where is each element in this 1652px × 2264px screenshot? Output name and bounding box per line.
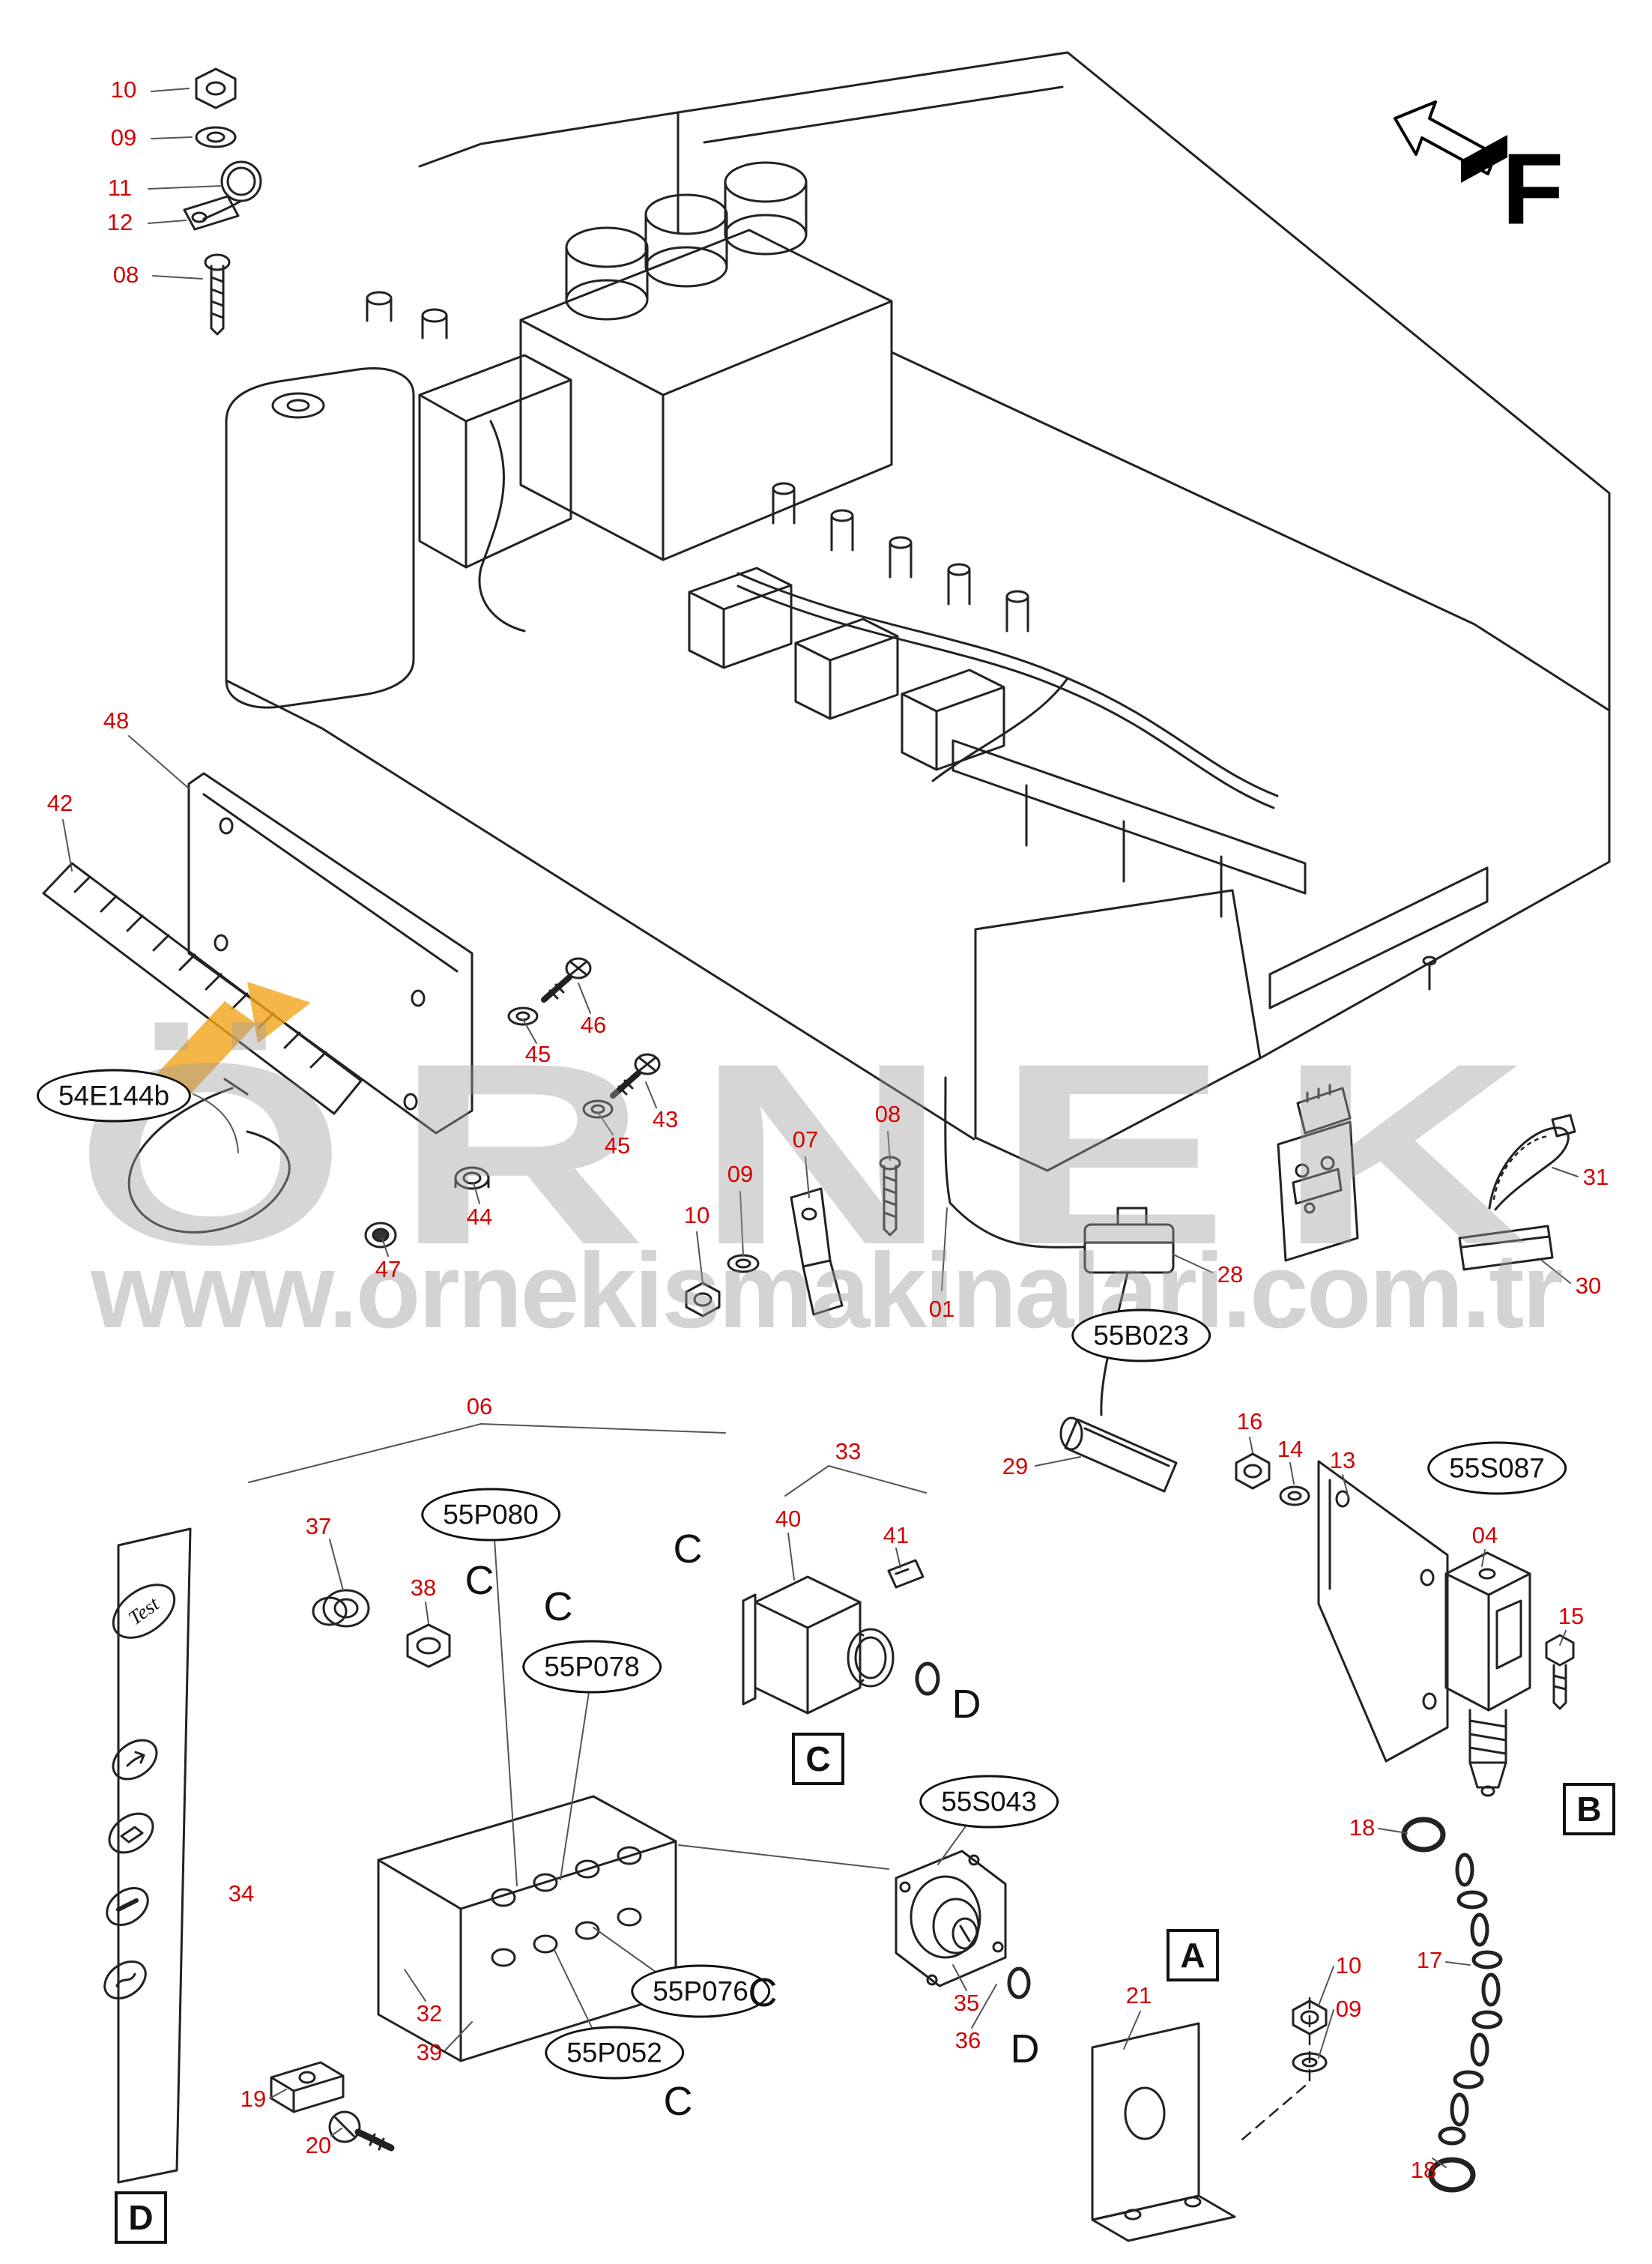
tie-strip-art	[1458, 1114, 1576, 1271]
panel-strip-art	[103, 1527, 192, 2184]
bracket-a-art	[1091, 1996, 1328, 2242]
direction-letter: F	[1501, 132, 1564, 246]
machine-body-art	[225, 51, 1611, 1262]
switch-art	[895, 1850, 1031, 1999]
mid-fastener-art	[685, 1156, 901, 1317]
grommet-nut-art	[312, 1589, 451, 1668]
solenoid-valve-art	[742, 1559, 940, 1715]
cable-assembly-art	[944, 1076, 1178, 1493]
bracket-panel-art	[42, 772, 661, 1249]
leader-lines	[62, 88, 1579, 2168]
junction-box-art	[270, 1795, 677, 2152]
direction-arrow-icon	[1394, 100, 1507, 183]
sensor-assembly-art	[1235, 1452, 1575, 2193]
fastener-stack-art	[183, 67, 262, 336]
